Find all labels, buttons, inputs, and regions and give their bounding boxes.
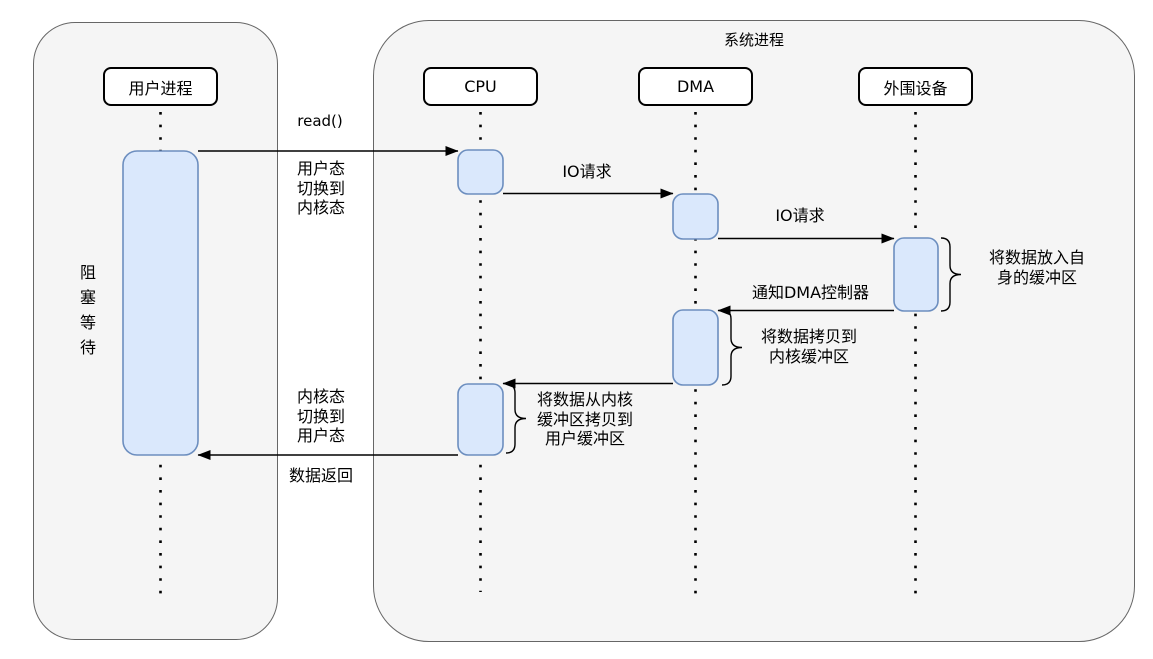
label-data-return: 数据返回: [288, 466, 353, 485]
note-peripheral-buffer: 将数据放入自 身的缓冲区: [988, 248, 1085, 287]
activation-dma-2: [672, 309, 719, 386]
brace-cpu-copy: [505, 383, 527, 454]
activation-peripheral: [893, 237, 939, 312]
activation-user-blocking: [122, 150, 199, 456]
activation-cpu-1: [457, 149, 504, 195]
system-process-container: 系统进程: [373, 20, 1135, 642]
label-notify-dma: 通知DMA控制器: [751, 283, 870, 302]
actor-cpu: CPU: [423, 67, 538, 106]
brace-peripheral-buffer: [940, 237, 962, 312]
note-cpu-copy: 将数据从内核 缓冲区拷贝到 用户缓冲区: [536, 390, 633, 448]
brace-dma-copy: [721, 309, 743, 386]
note-kernel-to-user: 内核态 切换到 用户态: [296, 387, 345, 445]
blocking-wait-note: 阻塞等待: [79, 263, 96, 357]
note-user-to-kernel: 用户态 切换到 内核态: [296, 159, 345, 217]
label-io-request-2: IO请求: [775, 206, 825, 225]
note-dma-copy: 将数据拷贝到 内核缓冲区: [760, 327, 857, 366]
activation-dma-1: [672, 193, 719, 240]
actor-user-process: 用户进程: [103, 67, 218, 106]
activation-cpu-2: [457, 383, 504, 456]
label-io-request-1: IO请求: [562, 162, 612, 181]
actor-dma: DMA: [638, 67, 753, 106]
actor-peripheral: 外围设备: [858, 67, 973, 106]
label-read-call: read(): [297, 112, 343, 130]
system-container-title: 系统进程: [723, 31, 784, 49]
